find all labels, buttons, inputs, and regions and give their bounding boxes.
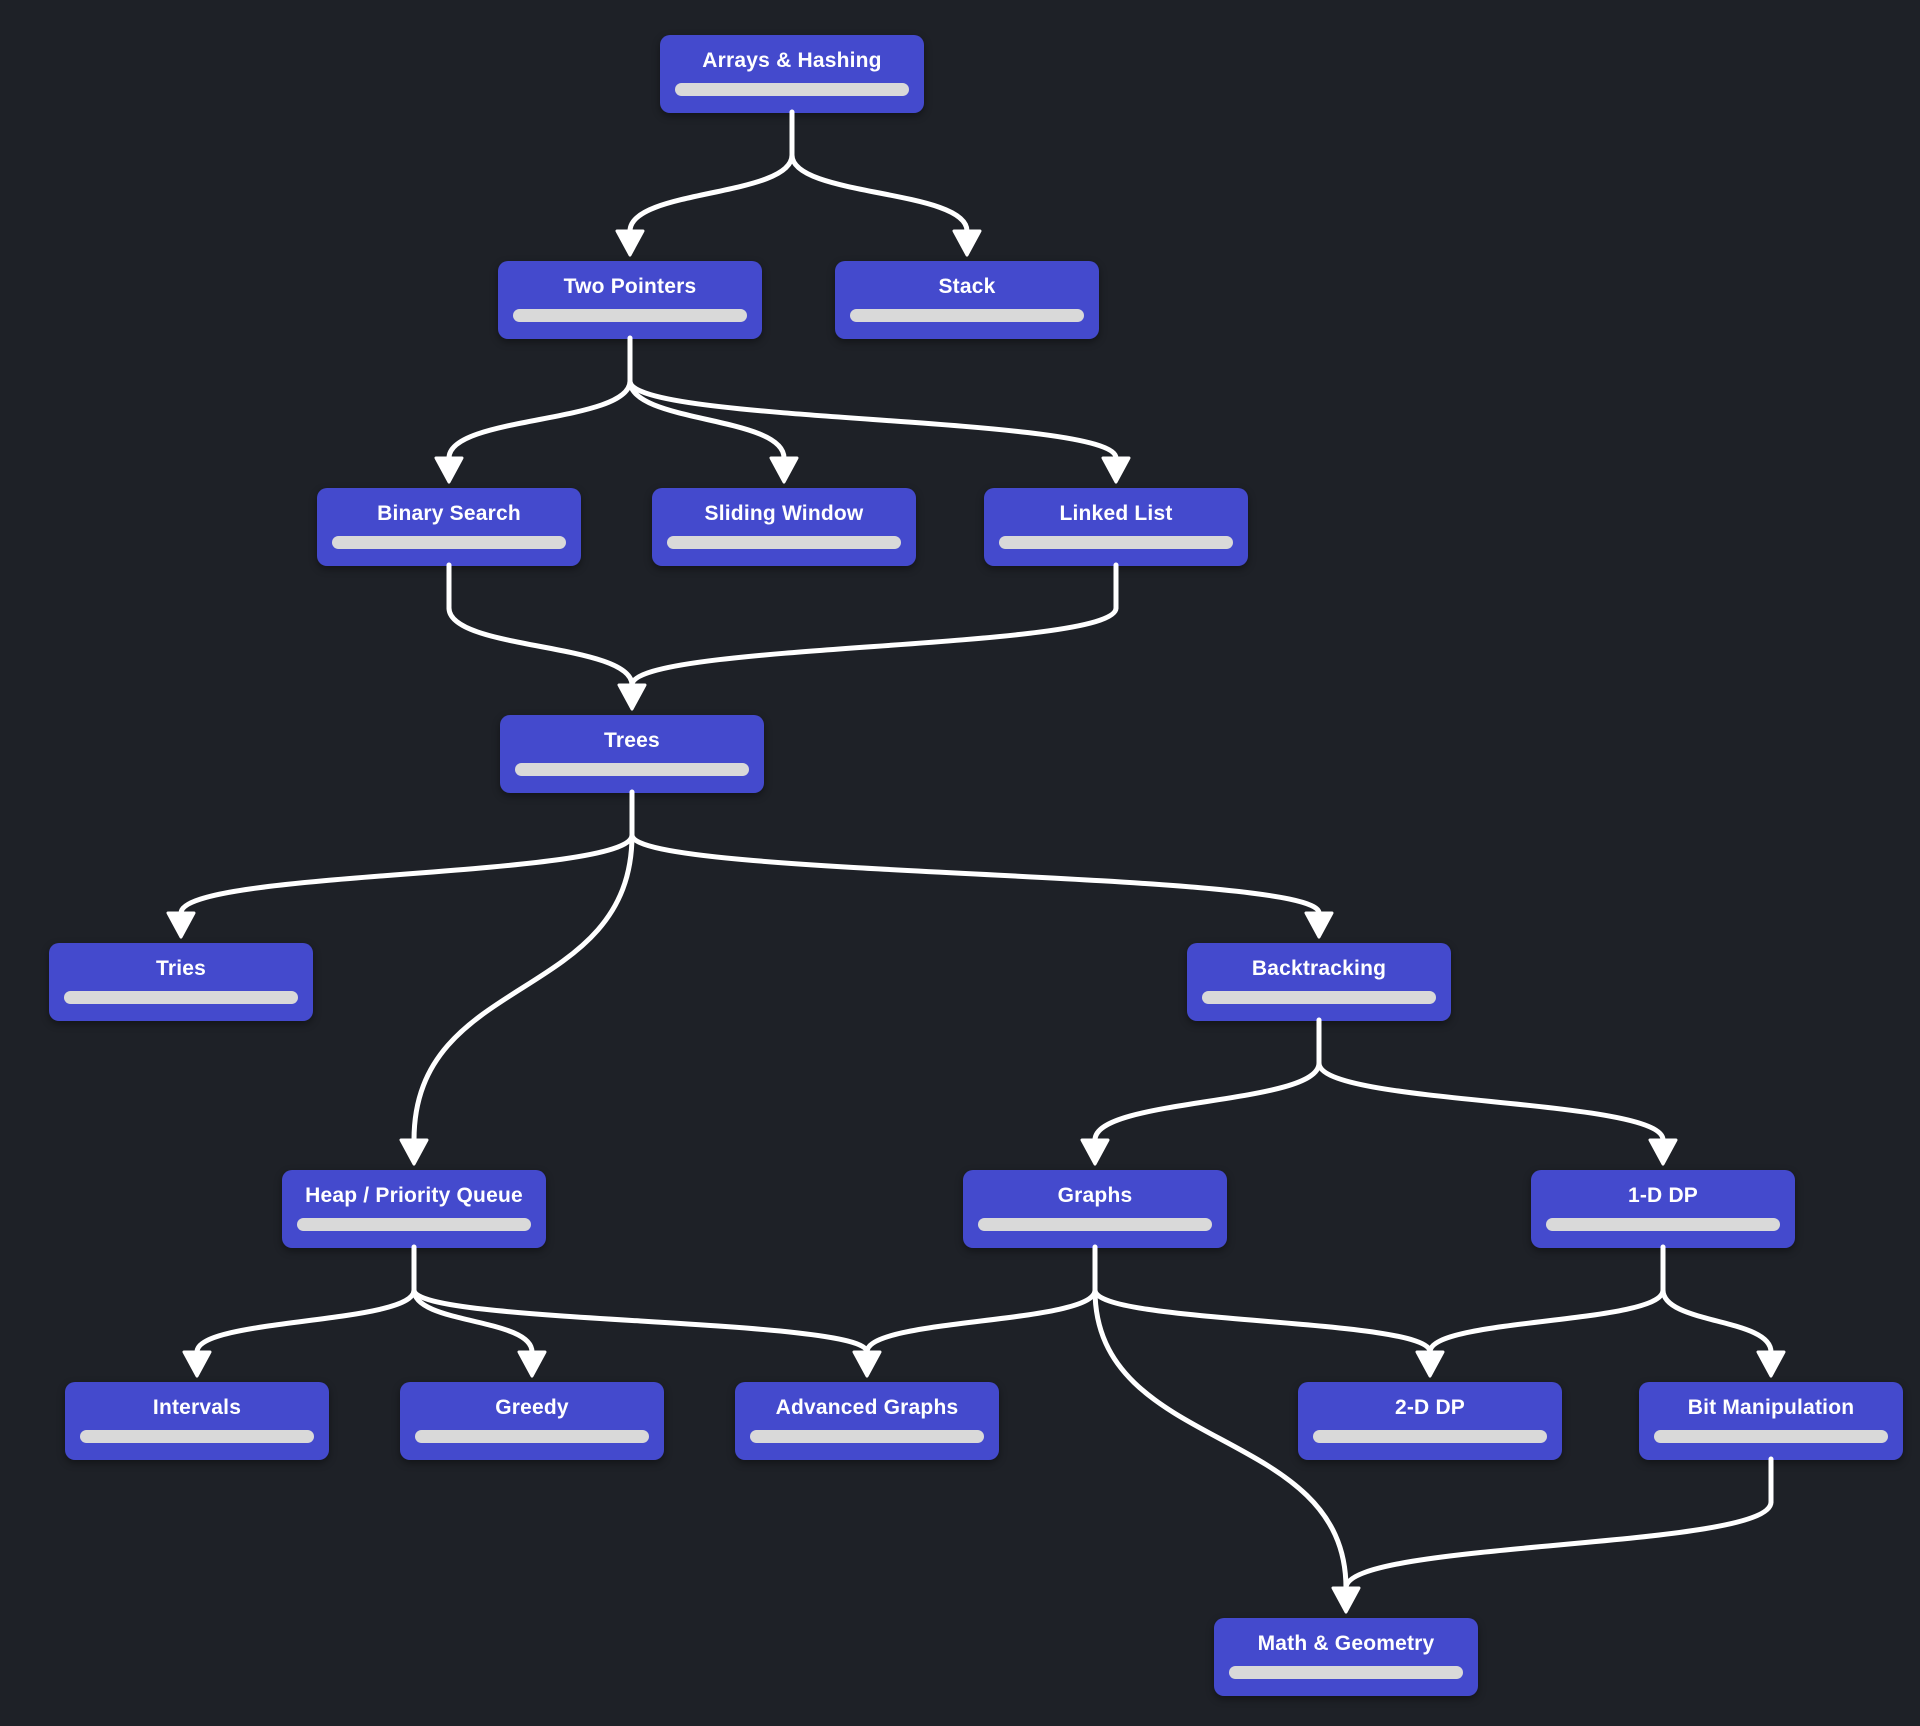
node-backtracking[interactable]: Backtracking <box>1187 943 1451 1021</box>
node-label: Sliding Window <box>704 502 864 525</box>
arrowhead-stack <box>952 229 982 257</box>
progress-track <box>675 83 909 96</box>
node-label: 2-D DP <box>1394 1396 1466 1419</box>
arrowhead-heap-priority-queue <box>399 1138 429 1166</box>
node-label: Math & Geometry <box>1257 1632 1435 1655</box>
edge-two-pointers-to-binary-search <box>446 378 633 461</box>
edge-bit-manipulation-to-math-geometry <box>1343 1499 1774 1591</box>
arrowhead-one-d-dp <box>1648 1138 1678 1166</box>
edge-heap-priority-queue-to-intervals <box>194 1287 417 1355</box>
node-label: 1-D DP <box>1627 1184 1699 1207</box>
progress-track <box>515 763 749 776</box>
node-one-d-dp[interactable]: 1-D DP <box>1531 1170 1795 1248</box>
node-heap-priority-queue[interactable]: Heap / Priority Queue <box>282 1170 546 1248</box>
edge-heap-priority-queue-to-greedy <box>411 1287 535 1355</box>
arrowhead-two-d-dp <box>1415 1350 1445 1378</box>
node-label: Two Pointers <box>563 275 697 298</box>
arrowhead-sliding-window <box>769 456 799 484</box>
arrowhead-graphs <box>1080 1138 1110 1166</box>
node-trees[interactable]: Trees <box>500 715 764 793</box>
progress-track <box>667 536 901 549</box>
progress-track <box>750 1430 984 1443</box>
node-label: Intervals <box>152 1396 242 1419</box>
edge-backtracking-to-graphs <box>1092 1060 1322 1143</box>
progress-track <box>1546 1218 1780 1231</box>
edge-one-d-dp-to-bit-manipulation <box>1660 1287 1774 1355</box>
progress-track <box>513 309 747 322</box>
progress-track <box>1654 1430 1888 1443</box>
node-math-geometry[interactable]: Math & Geometry <box>1214 1618 1478 1696</box>
arrowhead-bit-manipulation <box>1756 1350 1786 1378</box>
node-label: Binary Search <box>377 502 521 525</box>
node-bit-manipulation[interactable]: Bit Manipulation <box>1639 1382 1903 1460</box>
node-label: Graphs <box>1057 1184 1133 1207</box>
node-stack[interactable]: Stack <box>835 261 1099 339</box>
arrowhead-backtracking <box>1304 911 1334 939</box>
edge-two-pointers-to-sliding-window <box>627 378 787 461</box>
progress-track <box>64 991 298 1004</box>
arrowhead-binary-search <box>434 456 464 484</box>
node-tries[interactable]: Tries <box>49 943 313 1021</box>
progress-track <box>1202 991 1436 1004</box>
node-arrays-hashing[interactable]: Arrays & Hashing <box>660 35 924 113</box>
edge-arrays-hashing-to-stack <box>789 152 970 234</box>
node-label: Greedy <box>495 1396 569 1419</box>
edge-one-d-dp-to-two-d-dp <box>1427 1287 1666 1355</box>
edge-graphs-to-two-d-dp <box>1092 1287 1433 1355</box>
edge-heap-priority-queue-to-advanced-graphs <box>411 1287 870 1355</box>
arrowhead-intervals <box>182 1350 212 1378</box>
arrowhead-math-geometry <box>1331 1586 1361 1614</box>
node-label: Advanced Graphs <box>775 1396 959 1419</box>
arrowhead-trees <box>617 683 647 711</box>
progress-track <box>1229 1666 1463 1679</box>
progress-track <box>297 1218 531 1231</box>
node-label: Backtracking <box>1251 957 1387 980</box>
node-greedy[interactable]: Greedy <box>400 1382 664 1460</box>
node-label: Arrays & Hashing <box>702 49 882 72</box>
edge-trees-to-backtracking <box>629 832 1322 916</box>
progress-track <box>978 1218 1212 1231</box>
node-two-pointers[interactable]: Two Pointers <box>498 261 762 339</box>
edge-graphs-to-advanced-graphs <box>864 1287 1098 1355</box>
node-label: Trees <box>604 729 660 752</box>
node-label: Heap / Priority Queue <box>305 1184 523 1207</box>
arrowhead-greedy <box>517 1350 547 1378</box>
node-label: Tries <box>155 957 207 980</box>
progress-track <box>80 1430 314 1443</box>
edge-backtracking-to-one-d-dp <box>1316 1060 1666 1143</box>
edge-two-pointers-to-linked-list <box>627 378 1119 461</box>
node-sliding-window[interactable]: Sliding Window <box>652 488 916 566</box>
arrowhead-advanced-graphs <box>852 1350 882 1378</box>
node-label: Linked List <box>1059 502 1173 525</box>
node-intervals[interactable]: Intervals <box>65 1382 329 1460</box>
progress-track <box>415 1430 649 1443</box>
edge-binary-search-to-trees <box>446 605 635 688</box>
arrowhead-two-pointers <box>615 229 645 257</box>
progress-track <box>332 536 566 549</box>
arrowhead-tries <box>166 911 196 939</box>
edge-linked-list-to-trees <box>629 605 1119 688</box>
node-advanced-graphs[interactable]: Advanced Graphs <box>735 1382 999 1460</box>
node-linked-list[interactable]: Linked List <box>984 488 1248 566</box>
edge-trees-to-heap-priority-queue <box>411 832 635 1143</box>
node-graphs[interactable]: Graphs <box>963 1170 1227 1248</box>
node-two-d-dp[interactable]: 2-D DP <box>1298 1382 1562 1460</box>
edge-trees-to-tries <box>178 832 635 916</box>
node-label: Stack <box>938 275 996 298</box>
node-label: Bit Manipulation <box>1687 1396 1855 1419</box>
node-binary-search[interactable]: Binary Search <box>317 488 581 566</box>
progress-track <box>1313 1430 1547 1443</box>
arrowhead-linked-list <box>1101 456 1131 484</box>
edge-arrays-hashing-to-two-pointers <box>627 152 795 234</box>
progress-track <box>850 309 1084 322</box>
progress-track <box>999 536 1233 549</box>
